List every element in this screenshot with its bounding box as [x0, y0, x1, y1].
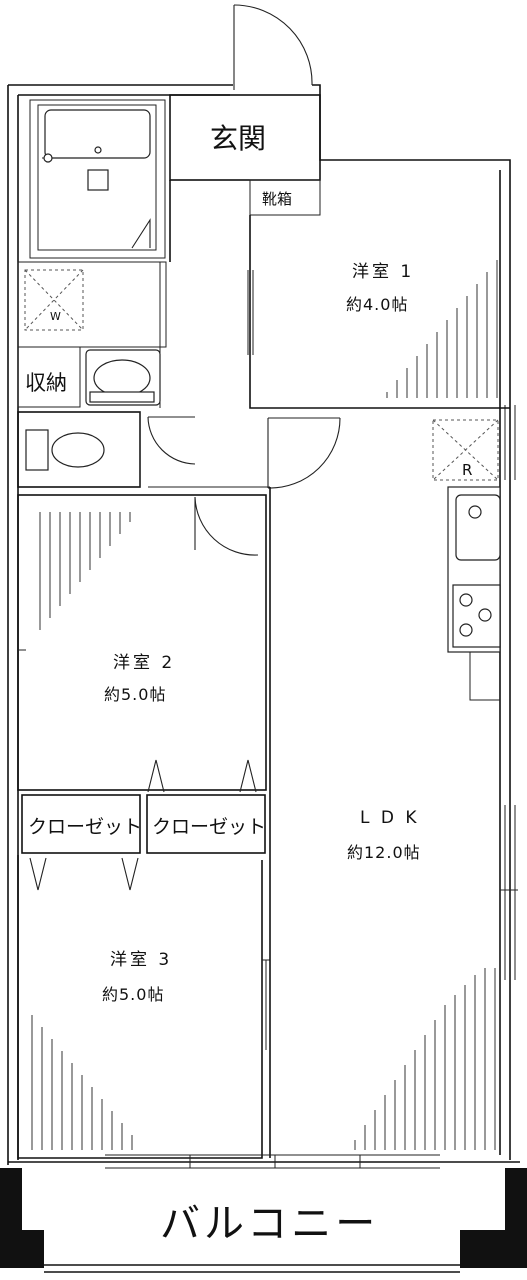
room1-name: 洋室 1 — [352, 262, 414, 282]
room2-hatch — [39, 512, 131, 630]
entrance-label: 玄関 — [210, 122, 266, 155]
room3-hatch — [31, 1015, 133, 1150]
room3-name: 洋室 3 — [110, 950, 172, 970]
room-1: 洋室 1 約4.0帖 — [247, 215, 510, 409]
closet-left-label: クローゼット — [28, 816, 142, 838]
room2-size: 約5.0帖 — [104, 685, 166, 704]
closet-right-label: クローゼット — [152, 816, 266, 838]
entrance-door — [233, 4, 313, 90]
storage-label: 収納 — [25, 371, 67, 395]
outer-walls — [7, 84, 518, 1165]
ldk: L D K 約12.0帖 — [269, 487, 496, 1158]
room-3: 洋室 3 約5.0帖 — [17, 855, 270, 1159]
room2-name: 洋室 2 — [113, 653, 175, 673]
room1-hatch — [386, 260, 498, 398]
bathroom — [29, 99, 166, 259]
shoe-box-label: 靴箱 — [262, 190, 292, 208]
entrance-hall: 玄関 靴箱 — [169, 94, 321, 262]
kitchen: R — [432, 419, 501, 701]
room-2: 洋室 2 約5.0帖 — [17, 494, 267, 791]
ldk-door — [267, 417, 341, 489]
fridge-mark: R — [462, 461, 472, 479]
toilet-room — [17, 411, 270, 488]
balcony-label: バルコニー — [160, 1201, 379, 1247]
closets: クローゼット クローゼット — [21, 759, 266, 891]
room3-size: 約5.0帖 — [102, 985, 164, 1004]
ldk-size: 約12.0帖 — [347, 843, 421, 862]
ldk-hatch — [354, 968, 496, 1150]
washer-mark: W — [50, 310, 61, 323]
balcony: バルコニー — [0, 1168, 527, 1273]
room1-size: 約4.0帖 — [346, 295, 408, 314]
bottom-windows — [8, 1154, 520, 1169]
ldk-name: L D K — [360, 808, 420, 828]
storage-and-sink: 収納 — [17, 346, 161, 408]
